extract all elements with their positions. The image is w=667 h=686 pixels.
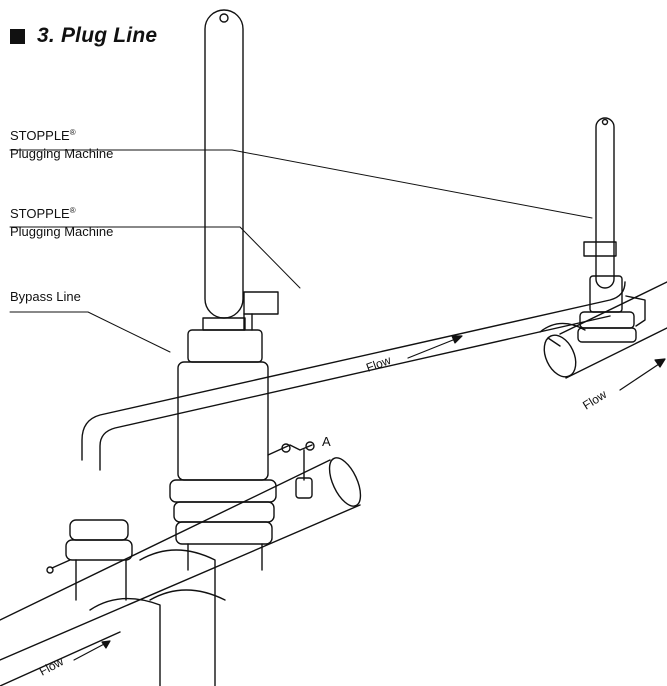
flow-label-middle: Flow (364, 353, 393, 375)
bypass-pipe (81, 281, 626, 471)
leader-lines (9, 149, 593, 353)
flow-arrows (73, 335, 666, 661)
section-heading: 3. Plug Line (10, 24, 157, 48)
point-a-label: A (322, 434, 331, 449)
square-bullet-icon (10, 28, 25, 44)
machine-label-2-desc: Plugging Machine (10, 224, 114, 239)
machine-label-2: STOPPLE® Plugging Machine (10, 202, 113, 241)
flow-arrow-right (619, 361, 663, 391)
flow-arrow-bottom-left (73, 641, 109, 661)
registered-mark: ® (69, 206, 76, 215)
leader-line-machine-1 (9, 149, 593, 219)
leader-line-bypass (9, 311, 171, 353)
bypass-line-label: Bypass Line (10, 289, 81, 304)
stopple-machine-left (169, 9, 315, 571)
leader-line-machine-2 (9, 226, 301, 289)
bypass-fitting-left (46, 519, 133, 601)
main-pipe-left (0, 457, 362, 686)
heading-text: 3. Plug Line (37, 24, 158, 47)
registered-mark: ® (69, 128, 76, 137)
stopple-machine-right (539, 117, 667, 379)
machine-label-2-name: STOPPLE (10, 206, 70, 221)
flow-label-right: Flow (580, 387, 609, 412)
flow-arrow-middle (407, 337, 459, 359)
machine-label-1-name: STOPPLE (10, 128, 70, 143)
